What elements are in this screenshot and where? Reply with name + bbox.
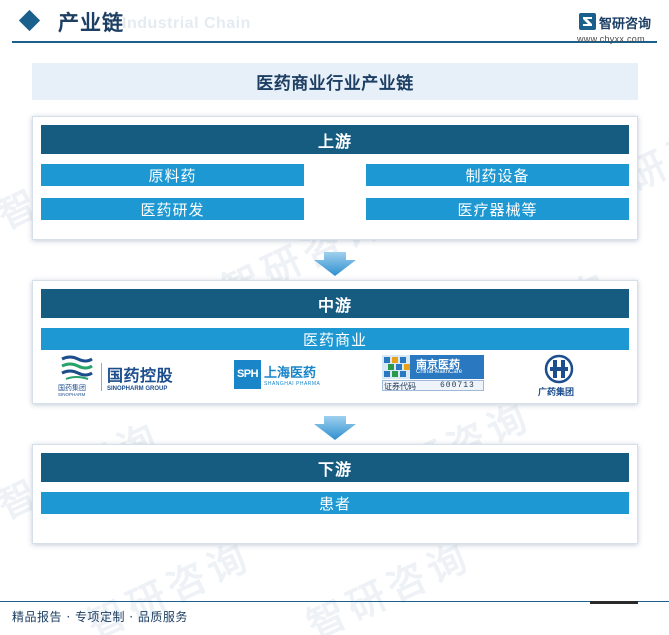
sinopharm-mark-en: SINOPHARM: [58, 392, 86, 397]
upstream-item: 制药设备: [366, 164, 629, 186]
upstream-item-label: 医药研发: [140, 200, 205, 219]
upstream-stage: 上游 原料药 制药设备 医药研发 医疗器械等: [32, 116, 638, 240]
down-arrow-icon: [314, 416, 356, 440]
logo-divider: [101, 363, 102, 391]
chain-title: 医药商业行业产业链: [256, 74, 414, 94]
sph-mark: SPH: [234, 359, 261, 389]
down-arrow-icon: [314, 252, 356, 276]
nanjing-name: 南京医药: [416, 358, 460, 371]
brand-name: 智研咨询: [599, 17, 652, 32]
upstream-item-label: 原料药: [148, 166, 197, 185]
diamond-icon: [18, 9, 41, 32]
downstream-label: 下游: [317, 459, 352, 479]
sinopharm-mark-icon: 国药集团 SINOPHARM: [58, 355, 96, 399]
chain-title-bar: 医药商业行业产业链: [32, 63, 638, 100]
sinopharm-name: 国药控股: [107, 366, 174, 385]
downstream-header: 下游: [41, 453, 629, 482]
nanjing-code: 600713: [440, 381, 475, 390]
nanjing-pharma-logo: 南京医药 ChinaHealthCare 证券代码 600713: [382, 355, 484, 391]
nanjing-code-strip: [382, 380, 484, 391]
gy-name: 广药集团: [538, 388, 575, 398]
upstream-item: 医疗器械等: [366, 198, 629, 220]
gy-emblem-icon: [544, 354, 574, 384]
upstream-item: 原料药: [41, 164, 304, 186]
guangzhou-pharma-logo: 广药集团: [538, 354, 582, 398]
downstream-item-label: 患者: [318, 494, 351, 513]
zhiyan-logo-icon: [579, 13, 596, 30]
midstream-item: 医药商业: [41, 328, 629, 350]
upstream-header: 上游: [41, 125, 629, 154]
sph-name-en: SHANGHAI PHARMA: [264, 380, 321, 387]
upstream-item-label: 制药设备: [465, 166, 530, 185]
page-title: 产业链: [58, 11, 124, 35]
brand[interactable]: 智研咨询 www.chyxx.com: [575, 11, 665, 44]
midstream-item-label: 医药商业: [302, 330, 367, 349]
midstream-stage: 中游 医药商业: [32, 280, 638, 404]
page-header: Industrial Chain 产业链 智研咨询 www.chyxx.com: [0, 0, 669, 46]
nanjing-code-label: 证券代码: [384, 382, 416, 391]
upstream-item: 医药研发: [41, 198, 304, 220]
midstream-header: 中游: [41, 289, 629, 318]
nanjing-mark-icon: [382, 355, 412, 379]
footer-slogan: 精品报告 · 专项定制 · 品质服务: [12, 610, 188, 624]
brand-url[interactable]: www.chyxx.com: [577, 34, 645, 44]
sinopharm-mark-cn: 国药集团: [58, 384, 86, 392]
sph-name: 上海医药: [264, 365, 317, 381]
midstream-label: 中游: [317, 295, 352, 315]
upstream-label: 上游: [317, 131, 352, 151]
footer-accent: [590, 601, 638, 604]
shanghai-pharma-logo: SPH 上海医药 SHANGHAI PHARMA: [234, 358, 330, 390]
sinopharm-logo: 国药集团 SINOPHARM 国药控股 SINOPHARM GROUP: [58, 354, 178, 400]
header-divider: [12, 41, 657, 43]
downstream-item: 患者: [41, 492, 629, 514]
nanjing-name-en: ChinaHealthCare: [416, 369, 463, 375]
footer-divider: [0, 601, 669, 602]
nanjing-name-panel: [410, 355, 484, 379]
downstream-stage: 下游 患者: [32, 444, 638, 544]
sinopharm-name-en: SINOPHARM GROUP: [107, 386, 168, 392]
upstream-item-label: 医疗器械等: [457, 200, 538, 219]
title-watermark: Industrial Chain: [122, 15, 251, 32]
